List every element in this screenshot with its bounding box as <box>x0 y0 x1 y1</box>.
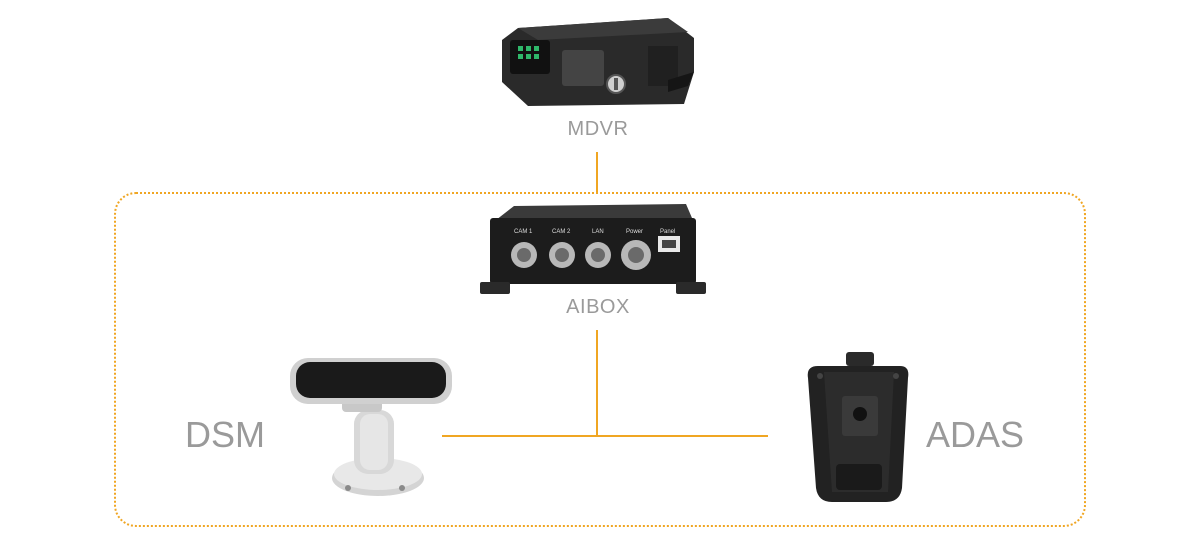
port-label-panel: Panel <box>660 229 675 235</box>
port-label-cam1: CAM 1 <box>514 229 533 235</box>
connector-mdvr-aibox <box>596 152 598 194</box>
mdvr-label: MDVR <box>567 118 629 140</box>
port-label-cam2: CAM 2 <box>552 229 571 235</box>
connector-dsm-adas <box>442 435 768 437</box>
aibox-label: AIBOX <box>566 296 630 318</box>
port-label-power: Power <box>626 229 643 235</box>
mdvr-device-image <box>502 18 694 106</box>
aibox-device-image: CAM 1 CAM 2 LAN Power Panel <box>480 204 706 294</box>
port-label-lan: LAN <box>592 229 604 235</box>
dsm-camera-image <box>290 358 452 496</box>
system-boundary <box>114 192 1086 527</box>
adas-label: ADAS <box>925 414 1025 455</box>
adas-camera-image <box>807 352 909 502</box>
dsm-label: DSM <box>185 414 265 455</box>
connector-aibox-down <box>596 330 598 437</box>
aibox-port-labels: CAM 1 CAM 2 LAN Power Panel <box>514 229 675 235</box>
